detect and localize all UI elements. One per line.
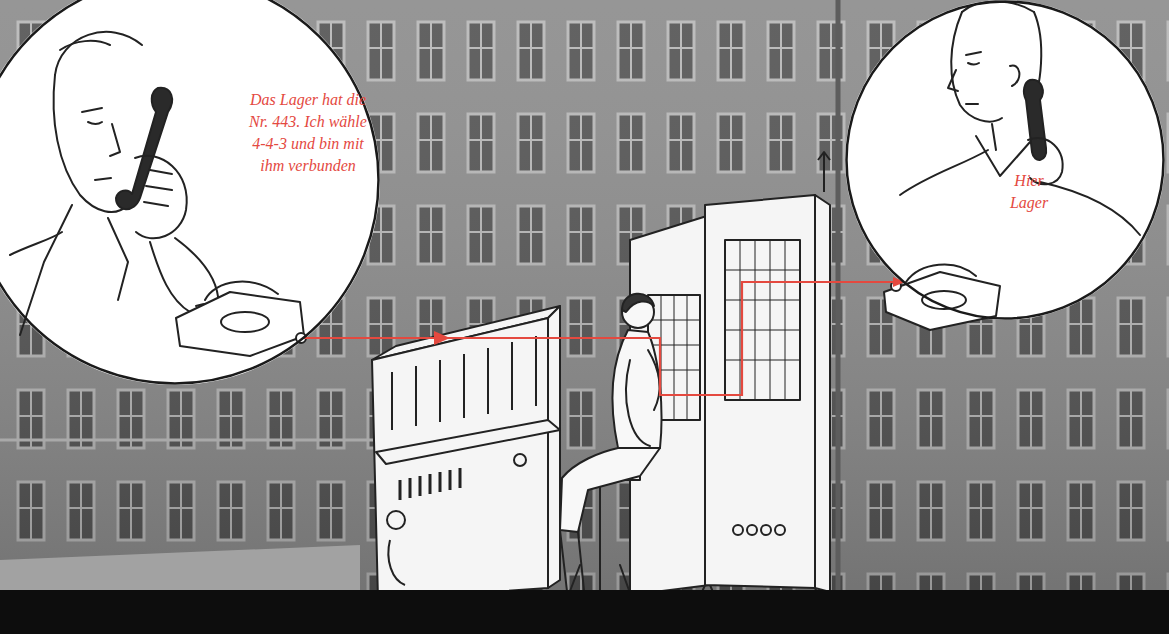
operator-figure-part [626,360,650,446]
building-photo-part [0,545,360,590]
speech-circle: Das Lager hat die Nr. 443. Ich wähle 4-4… [0,0,380,385]
operator-figure-part [560,448,660,532]
speech-circle: Hier Lager [845,0,1165,320]
switchboard-desk-part [388,540,405,585]
operator-figure-part [648,350,660,410]
caller-vignette-part [221,312,269,332]
receiver-vignette-part [1010,65,1019,86]
receiver-vignette-part [1040,182,1140,235]
caller-vignette-part [144,170,172,206]
switchboard-desk-part [392,336,536,430]
caller-vignette-part [10,232,62,255]
selector-racks-part [725,240,800,400]
circle-outline [0,0,379,384]
switchboard-desk-part [376,420,560,464]
selector-racks-part [761,525,771,535]
speech-text: Hier Lager [999,170,1059,214]
caller-vignette-part [82,108,102,112]
caller-vignette-part [0,0,380,385]
receiver-vignette-part [906,265,976,282]
receiver-vignette-part [968,63,979,65]
selector-racks-part [725,240,800,400]
receiver-vignette-part [951,12,1002,122]
selector-racks-part [815,195,830,592]
caller-vignette-part [88,122,102,124]
switchboard-desk [372,306,560,600]
caller-vignette-part [20,205,72,335]
caller-vignette-part [116,88,172,209]
bottom-bar-part [0,590,1169,634]
switchboard-desk-part [514,454,526,466]
caller-vignette-part [108,218,128,300]
receiver-vignette-part [900,150,988,195]
receiver-vignette-part [845,0,1165,320]
receiver-vignette-part [966,52,981,55]
building-photo-part [0,439,380,442]
switchboard-desk-part [548,306,560,588]
circle-outline [847,2,1164,319]
circle-outline [845,0,1165,320]
receiver-vignette-part [966,103,978,105]
caller-vignette-part [176,292,304,356]
call-route [303,282,904,395]
receiver-vignette-part [1024,80,1046,160]
caller-vignette-part [55,32,142,75]
switchboard-desk-part [387,511,405,529]
caller-vignette-part [135,156,187,239]
caller-vignette-part [54,75,128,212]
caller-vignette-part [205,282,278,300]
receiver-vignette-part [976,136,1030,176]
selector-racks-part [818,152,830,192]
selector-racks-part [747,525,757,535]
circle-outline [0,0,380,385]
operator-figure-part [560,530,585,600]
selector-racks-part [705,195,815,588]
operator-figure [560,294,662,612]
selector-racks-part [733,525,743,535]
caller-vignette-part [110,124,120,156]
receiver-vignette-part [948,70,958,91]
operator-figure-part [613,330,662,448]
caller-vignette-part [150,242,190,312]
operator-figure-part [622,294,654,312]
receiver-vignette [845,0,1165,330]
caller-vignette-part [60,41,110,50]
caller-vignette [0,0,380,385]
bottom-bar [0,590,1169,634]
speech-text: Das Lager hat die Nr. 443. Ich wähle 4-4… [242,89,374,177]
receiver-vignette-part [992,124,996,150]
caller-vignette-part [95,178,111,180]
switchboard-desk-part [400,468,460,500]
selector-racks-part [775,525,785,535]
building-photo-part [836,0,841,590]
